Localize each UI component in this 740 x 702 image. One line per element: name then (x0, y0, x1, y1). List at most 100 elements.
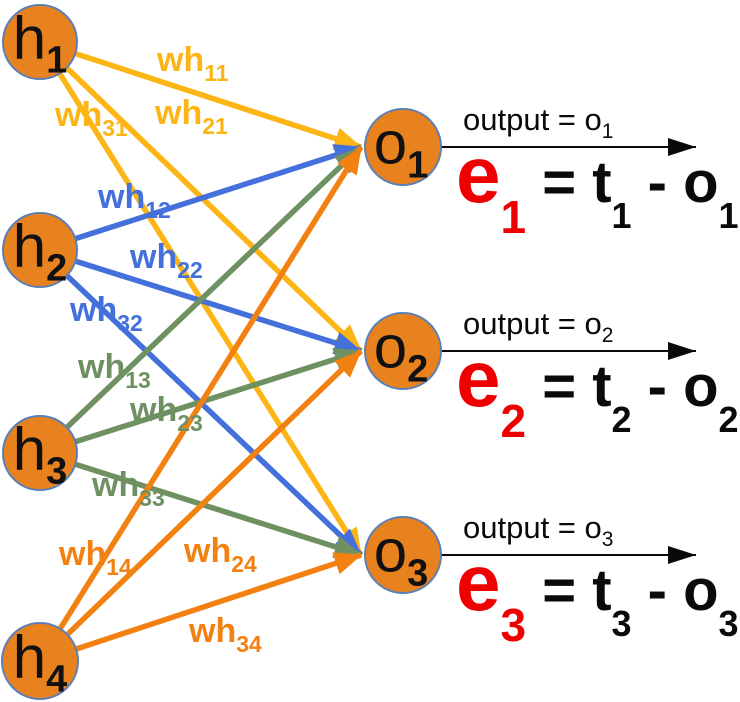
edge-line-h4-o1 (37, 145, 364, 663)
hidden-node-h3 (2, 415, 78, 491)
weight-sub: 21 (202, 113, 228, 139)
node-sub: 1 (407, 144, 429, 187)
weight-base: wh (78, 348, 126, 386)
weight-sub: 14 (106, 554, 132, 580)
output-sub: 1 (601, 120, 614, 143)
weight-base: wh (59, 535, 107, 573)
equation-term: = t (526, 558, 612, 623)
weight-sub: 22 (177, 257, 203, 283)
error-sub: 2 (500, 395, 527, 447)
weight-sub: 11 (204, 60, 229, 86)
node-label-h3: h3 (13, 419, 68, 491)
weight-sub: 32 (117, 310, 143, 336)
output-text: output = o (463, 102, 602, 137)
edge-line-h3-o1 (38, 145, 363, 455)
node-label-o2: o2 (374, 317, 429, 389)
hidden-node-h1 (2, 4, 78, 80)
weight-sub: 33 (139, 485, 165, 511)
weight-base: wh (98, 178, 146, 216)
weight-base: wh (189, 612, 237, 650)
edge-line-h2-o1 (39, 144, 363, 253)
equation-sub: 3 (718, 603, 739, 644)
node-sub: 3 (46, 450, 68, 493)
weight-sub: 34 (236, 631, 262, 657)
equation-sub: 1 (718, 195, 739, 236)
output-sub: 2 (601, 324, 614, 347)
node-sub: 1 (46, 39, 68, 82)
node-label-o3: o3 (374, 521, 429, 593)
weight-base: wh (155, 94, 203, 132)
node-base: o (373, 517, 408, 585)
equation-sub: 3 (611, 603, 632, 644)
hidden-node-h2 (2, 212, 78, 288)
edge-line-h1-o1 (39, 39, 363, 150)
error-symbol: e (456, 130, 501, 219)
weight-base: wh (92, 466, 140, 504)
weight-base: wh (130, 238, 178, 276)
equation-sub: 1 (611, 195, 632, 236)
equation-term: - o (631, 150, 719, 215)
weight-label-wh34: wh34 (189, 612, 262, 656)
node-sub: 2 (407, 348, 429, 391)
weight-base: wh (130, 391, 178, 429)
edge-line-h4-o2 (38, 349, 363, 663)
equation-sub: 2 (718, 399, 739, 440)
error-sub: 3 (500, 599, 527, 651)
node-label-h2: h2 (13, 216, 68, 288)
output-node-o3 (364, 516, 442, 594)
weight-sub: 12 (145, 197, 171, 223)
output-node-o1 (364, 108, 442, 186)
weight-label-wh31: wh31 (55, 96, 128, 140)
hidden-node-h4 (1, 622, 79, 700)
weight-label-wh21: wh21 (155, 94, 228, 138)
error-symbol: e (456, 334, 501, 423)
weight-base: wh (55, 96, 103, 134)
output-node-o2 (364, 312, 442, 390)
node-base: h (12, 4, 47, 72)
output-label-1: output = o1 (463, 102, 613, 143)
node-sub: 2 (46, 247, 68, 290)
node-sub: 4 (46, 658, 68, 701)
weight-label-wh33: wh33 (92, 466, 165, 510)
equation-term: = t (526, 150, 612, 215)
weight-base: wh (157, 41, 205, 79)
equation-sub: 2 (611, 399, 632, 440)
weight-sub: 31 (102, 115, 128, 141)
node-base: o (373, 313, 408, 381)
node-label-h4: h4 (13, 627, 68, 699)
weight-base: wh (184, 532, 232, 570)
output-sub: 3 (601, 528, 614, 551)
weight-label-wh32: wh32 (70, 291, 143, 335)
equation-term: - o (631, 354, 719, 419)
weight-label-wh22: wh22 (130, 238, 203, 282)
error-symbol: e (456, 538, 501, 627)
weight-label-wh23: wh23 (130, 391, 203, 435)
node-base: h (12, 212, 47, 280)
weight-sub: 23 (177, 410, 203, 436)
output-label-2: output = o2 (463, 306, 613, 347)
node-base: h (12, 623, 47, 691)
weight-label-wh14: wh14 (59, 535, 132, 579)
node-base: h (12, 415, 47, 483)
equation-term: - o (631, 558, 719, 623)
weight-base: wh (70, 291, 118, 329)
node-label-o1: o1 (374, 113, 429, 185)
output-text: output = o (463, 306, 602, 341)
node-sub: 3 (407, 552, 429, 595)
weight-label-wh13: wh13 (78, 348, 151, 392)
weight-label-wh24: wh24 (184, 532, 257, 576)
weight-sub: 24 (231, 551, 257, 577)
weight-label-wh12: wh12 (98, 178, 171, 222)
node-label-h1: h1 (13, 8, 68, 80)
node-base: o (373, 109, 408, 177)
weight-sub: 13 (125, 367, 151, 393)
output-text: output = o (463, 510, 602, 545)
weight-label-wh11: wh11 (157, 41, 229, 85)
error-sub: 1 (500, 191, 527, 243)
output-label-3: output = o3 (463, 510, 613, 551)
